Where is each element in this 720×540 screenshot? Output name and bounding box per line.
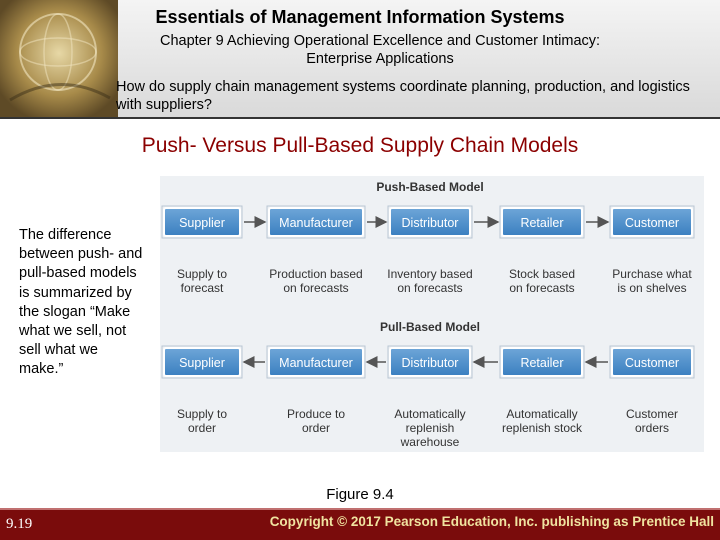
header-divider [0, 117, 720, 119]
pull-stage-box [268, 347, 364, 377]
push-stage-description: Supply to [177, 267, 227, 281]
copyright-notice: Copyright © 2017 Pearson Education, Inc.… [269, 514, 714, 529]
pull-stage-label: Distributor [402, 356, 459, 370]
push-stage-box-border [266, 205, 366, 239]
push-stage-description: Purchase what [612, 267, 692, 281]
pull-stage-description: Automatically [394, 407, 465, 421]
push-stage-description: Production based [269, 267, 362, 281]
pull-stage-box [501, 347, 583, 377]
pull-stage-description: Produce to [287, 407, 345, 421]
push-stage-box-border [387, 205, 473, 239]
pull-stage-box-border [266, 345, 366, 379]
figure-caption: Figure 9.4 [326, 486, 394, 503]
pull-stage-box-border [387, 345, 473, 379]
slide-footer [0, 508, 720, 540]
pull-stage-description: replenish stock [502, 421, 583, 435]
push-stage-label: Manufacturer [279, 216, 353, 230]
chapter-title: Chapter 9 Achieving Operational Excellen… [159, 33, 601, 67]
push-stage-description: is on shelves [617, 281, 686, 295]
pull-stage-box [611, 347, 693, 377]
pull-stage-label: Supplier [179, 356, 225, 370]
push-stage-description: on forecasts [283, 281, 348, 295]
push-stage-box [163, 207, 241, 237]
push-stage-box [501, 207, 583, 237]
push-stage-description: forecast [181, 281, 224, 295]
push-stage-box-border [609, 205, 695, 239]
pull-stage-description: order [188, 421, 216, 435]
push-stage-label: Retailer [520, 216, 563, 230]
pull-stage-description: Supply to [177, 407, 227, 421]
pull-stage-box-border [609, 345, 695, 379]
pull-stage-box-border [499, 345, 585, 379]
page-number: 9.19 [6, 516, 33, 532]
pull-stage-box [163, 347, 241, 377]
pull-stage-label: Customer [625, 356, 679, 370]
push-stage-label: Supplier [179, 216, 225, 230]
slide-body-text: The difference between push- and pull-ba… [19, 227, 143, 378]
section-question: How do supply chain management systems c… [116, 79, 690, 113]
push-stage-box-border [161, 205, 243, 239]
pull-stage-description: warehouse [400, 435, 460, 449]
pull-stage-box [389, 347, 471, 377]
push-stage-description: on forecasts [397, 281, 462, 295]
push-stage-description: on forecasts [509, 281, 574, 295]
push-stage-box [268, 207, 364, 237]
pull-stage-description: replenish [406, 421, 455, 435]
pull-stage-box-border [161, 345, 243, 379]
push-stage-label: Customer [625, 216, 679, 230]
push-stage-box-border [499, 205, 585, 239]
course-logo [0, 0, 118, 118]
push-stage-box [389, 207, 471, 237]
slide-header [0, 0, 720, 118]
pull-stage-description: Customer [626, 407, 678, 421]
push-stage-description: Stock based [509, 267, 575, 281]
push-stage-label: Distributor [402, 216, 459, 230]
push-stage-box [611, 207, 693, 237]
pull-stage-description: Automatically [506, 407, 577, 421]
pull-model-title: Pull-Based Model [380, 320, 480, 334]
pull-stage-description: order [302, 421, 330, 435]
course-title: Essentials of Management Information Sys… [155, 7, 565, 27]
push-stage-description: Inventory based [387, 267, 472, 281]
pull-stage-label: Manufacturer [279, 356, 353, 370]
pull-stage-label: Retailer [520, 356, 563, 370]
slide-title: Push- Versus Pull-Based Supply Chain Mod… [141, 134, 579, 157]
push-model-title: Push-Based Model [376, 180, 483, 194]
pull-stage-description: orders [635, 421, 669, 435]
footer-divider [0, 508, 720, 510]
